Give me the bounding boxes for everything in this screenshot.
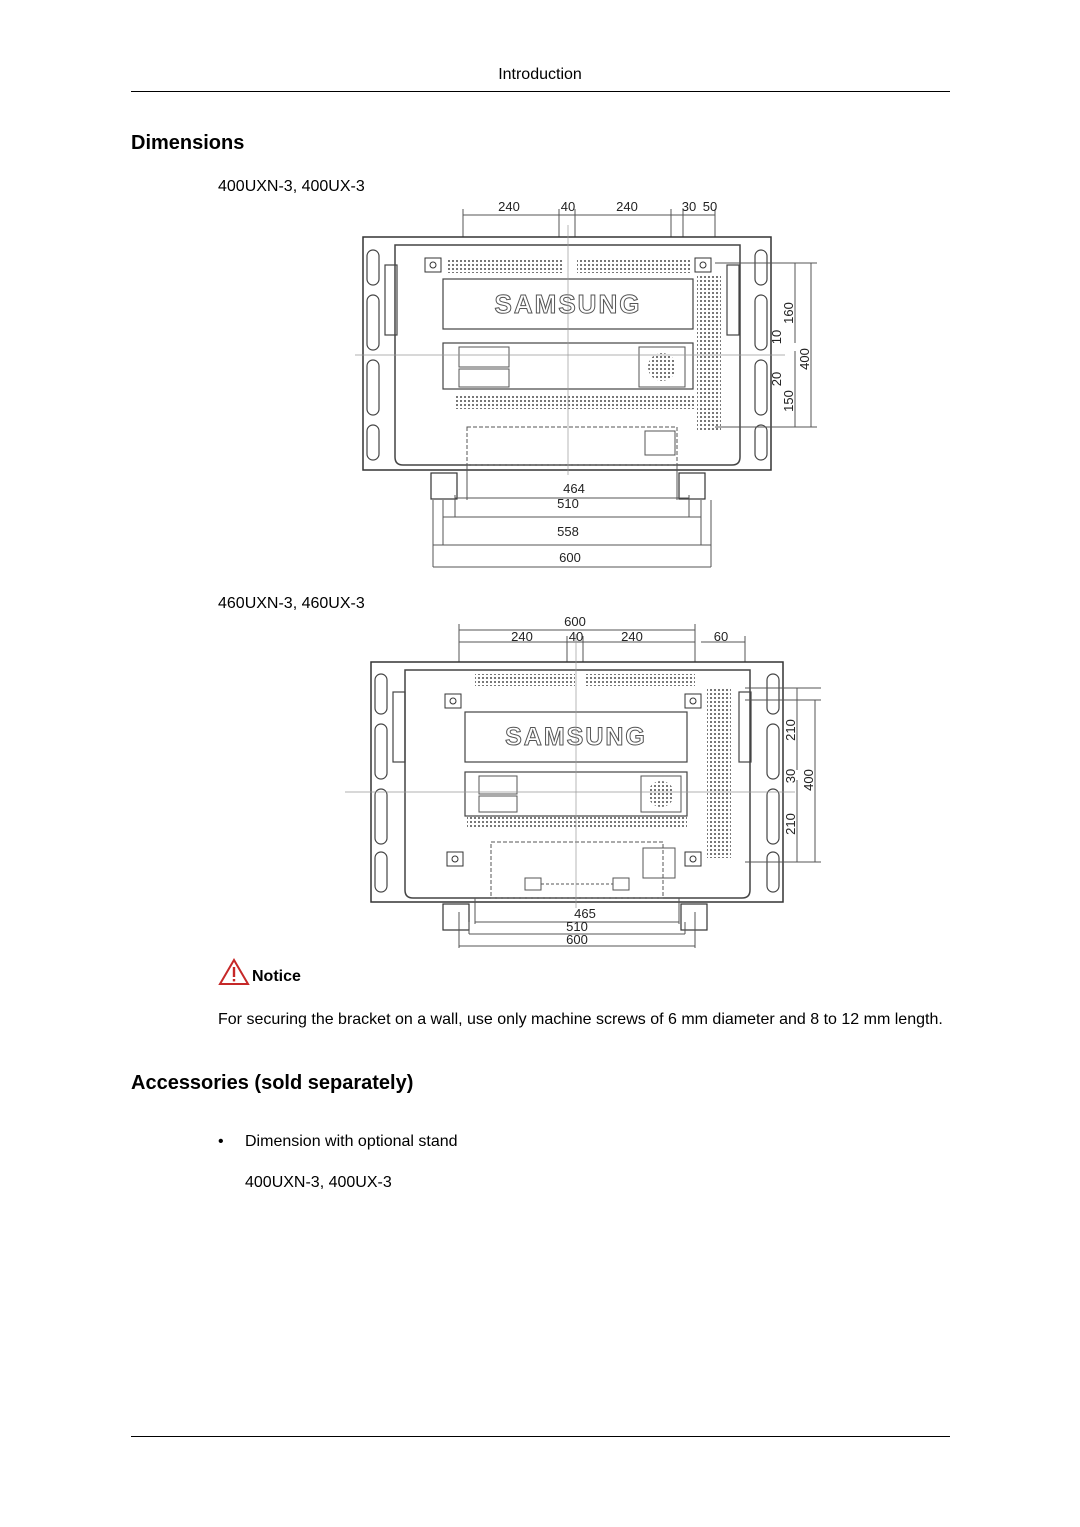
dim2-right-30: 30 — [783, 769, 798, 783]
dim-right-20: 20 — [769, 372, 784, 386]
diagram-460-rear-dimensions: 600 240 40 240 60 SAMSUNG — [345, 614, 821, 948]
dim-right-10: 10 — [769, 330, 784, 344]
dim2-bottom-600: 600 — [566, 932, 588, 947]
notice-label: Notice — [252, 968, 301, 985]
dim-top-40: 40 — [561, 199, 575, 214]
footer-rule — [131, 1436, 950, 1437]
notice-block: Notice — [218, 958, 301, 986]
accessories-model-label: 400UXN-3, 400UX-3 — [245, 1174, 392, 1191]
dim2-right-210-bottom: 210 — [783, 813, 798, 835]
header-rule — [131, 91, 950, 92]
dim-bottom-600: 600 — [559, 550, 581, 565]
accessories-bullet: • Dimension with optional stand — [218, 1133, 458, 1151]
warning-icon — [218, 958, 250, 985]
dim2-top-240-right: 240 — [621, 629, 643, 644]
samsung-logo-2: SAMSUNG — [505, 723, 647, 751]
diagram1-model-label: 400UXN-3, 400UX-3 — [218, 178, 365, 195]
dim2-bottom-465: 465 — [574, 906, 596, 921]
dim-right-150: 150 — [781, 390, 796, 412]
dim2-right-210-top: 210 — [783, 719, 798, 741]
notice-text: For securing the bracket on a wall, use … — [218, 1011, 943, 1028]
dim-bottom-464: 464 — [563, 481, 585, 496]
dim2-top-60: 60 — [714, 629, 728, 644]
accessories-heading: Accessories (sold separately) — [131, 1072, 414, 1094]
dim2-top-240-left: 240 — [511, 629, 533, 644]
dim-bottom-510: 510 — [557, 496, 579, 511]
dim-right-160: 160 — [781, 302, 796, 324]
bullet-icon: • — [218, 1133, 224, 1150]
dim-top-50: 50 — [703, 199, 717, 214]
dim-top-30: 30 — [682, 199, 696, 214]
samsung-logo: SAMSUNG — [495, 289, 642, 319]
dim-right-400: 400 — [797, 348, 812, 370]
bullet-text: Dimension with optional stand — [245, 1133, 458, 1150]
dim2-top-600: 600 — [564, 614, 586, 629]
diagram2-model-label: 460UXN-3, 460UX-3 — [218, 595, 365, 612]
diagram-400-rear-dimensions: 240 40 240 30 50 SAMSUNG — [355, 199, 817, 568]
dim-top-240-right: 240 — [616, 199, 638, 214]
dim2-right-400: 400 — [801, 769, 816, 791]
dim-top-240-left: 240 — [498, 199, 520, 214]
running-header: Introduction — [498, 66, 582, 83]
dim2-bottom-510: 510 — [566, 919, 588, 934]
dimensions-heading: Dimensions — [131, 132, 245, 154]
dim-bottom-558: 558 — [557, 524, 579, 539]
